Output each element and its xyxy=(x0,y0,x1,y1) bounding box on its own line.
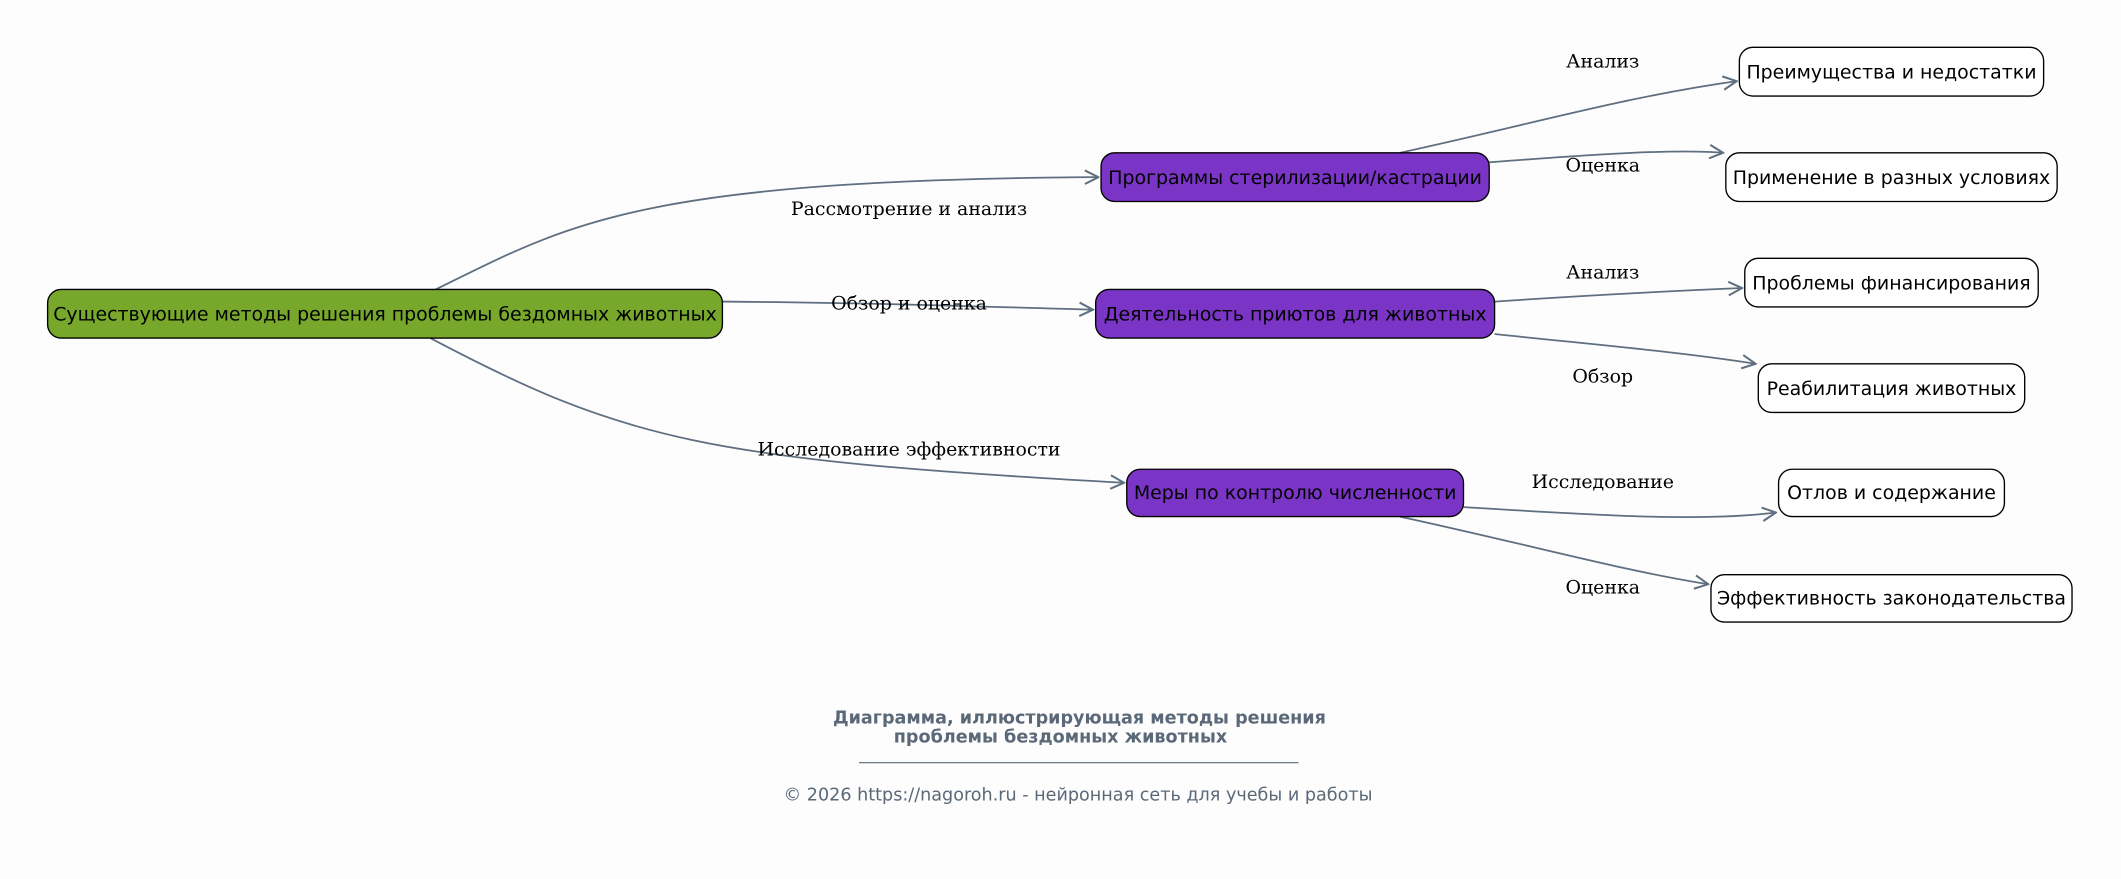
node-label: Существующие методы решения проблемы без… xyxy=(53,303,717,325)
diagram-title-line1: Диаграмма, иллюстрирующая методы решения xyxy=(833,708,1326,728)
edge-label: Оценка xyxy=(1565,577,1640,599)
edge-shelters-funding xyxy=(1494,288,1742,303)
node-funding[interactable]: Проблемы финансирования xyxy=(1744,257,2039,308)
node-label: Меры по контролю численности xyxy=(1134,482,1457,504)
node-control[interactable]: Меры по контролю численности xyxy=(1126,468,1465,518)
edge-root-shelters xyxy=(722,300,1093,310)
node-label: Отлов и содержание xyxy=(1787,482,1996,504)
node-application[interactable]: Применение в разных условиях xyxy=(1725,152,2058,203)
edge-label: Рассмотрение и анализ xyxy=(791,198,1027,220)
edge-control-catching xyxy=(1463,506,1775,517)
node-shelters[interactable]: Деятельность приютов для животных xyxy=(1094,288,1496,339)
node-sterilization[interactable]: Программы стерилизации/кастрации xyxy=(1100,152,1490,203)
edge-label: Исследование эффективности xyxy=(758,439,1061,461)
edge-label: Обзор и оценка xyxy=(831,293,987,315)
node-label: Преимущества и недостатки xyxy=(1746,61,2036,83)
diagram-title-line2: проблемы бездомных животных xyxy=(894,727,1228,747)
edge-shelters-rehab xyxy=(1494,333,1756,364)
node-label: Применение в разных условиях xyxy=(1733,167,2050,189)
node-label: Эффективность законодательства xyxy=(1717,587,2066,609)
node-label: Проблемы финансирования xyxy=(1752,272,2030,294)
node-pros-cons[interactable]: Преимущества и недостатки xyxy=(1738,46,2045,97)
node-label: Реабилитация животных xyxy=(1767,378,2017,400)
node-legislation[interactable]: Эффективность законодательства xyxy=(1710,574,2073,623)
edge-label: Обзор xyxy=(1572,366,1633,388)
edge-label: Анализ xyxy=(1566,262,1639,284)
node-root[interactable]: Существующие методы решения проблемы без… xyxy=(46,288,724,339)
edge-root-control xyxy=(429,337,1124,483)
node-label: Деятельность приютов для животных xyxy=(1104,303,1487,325)
footer-copyright: © 2026 https://nagoroh.ru - нейронная се… xyxy=(784,786,1373,806)
edge-control-legislation xyxy=(1399,515,1708,585)
edge-label: Анализ xyxy=(1566,51,1639,73)
node-catching[interactable]: Отлов и содержание xyxy=(1777,468,2006,518)
node-label: Программы стерилизации/кастрации xyxy=(1108,167,1482,189)
edge-sterilization-application xyxy=(1489,151,1723,164)
edge-label: Оценка xyxy=(1565,155,1640,177)
edge-root-sterilization xyxy=(435,177,1099,291)
edge-sterilization-pros xyxy=(1399,81,1737,154)
edge-label: Исследование xyxy=(1532,471,1674,493)
node-rehab[interactable]: Реабилитация животных xyxy=(1757,363,2026,414)
